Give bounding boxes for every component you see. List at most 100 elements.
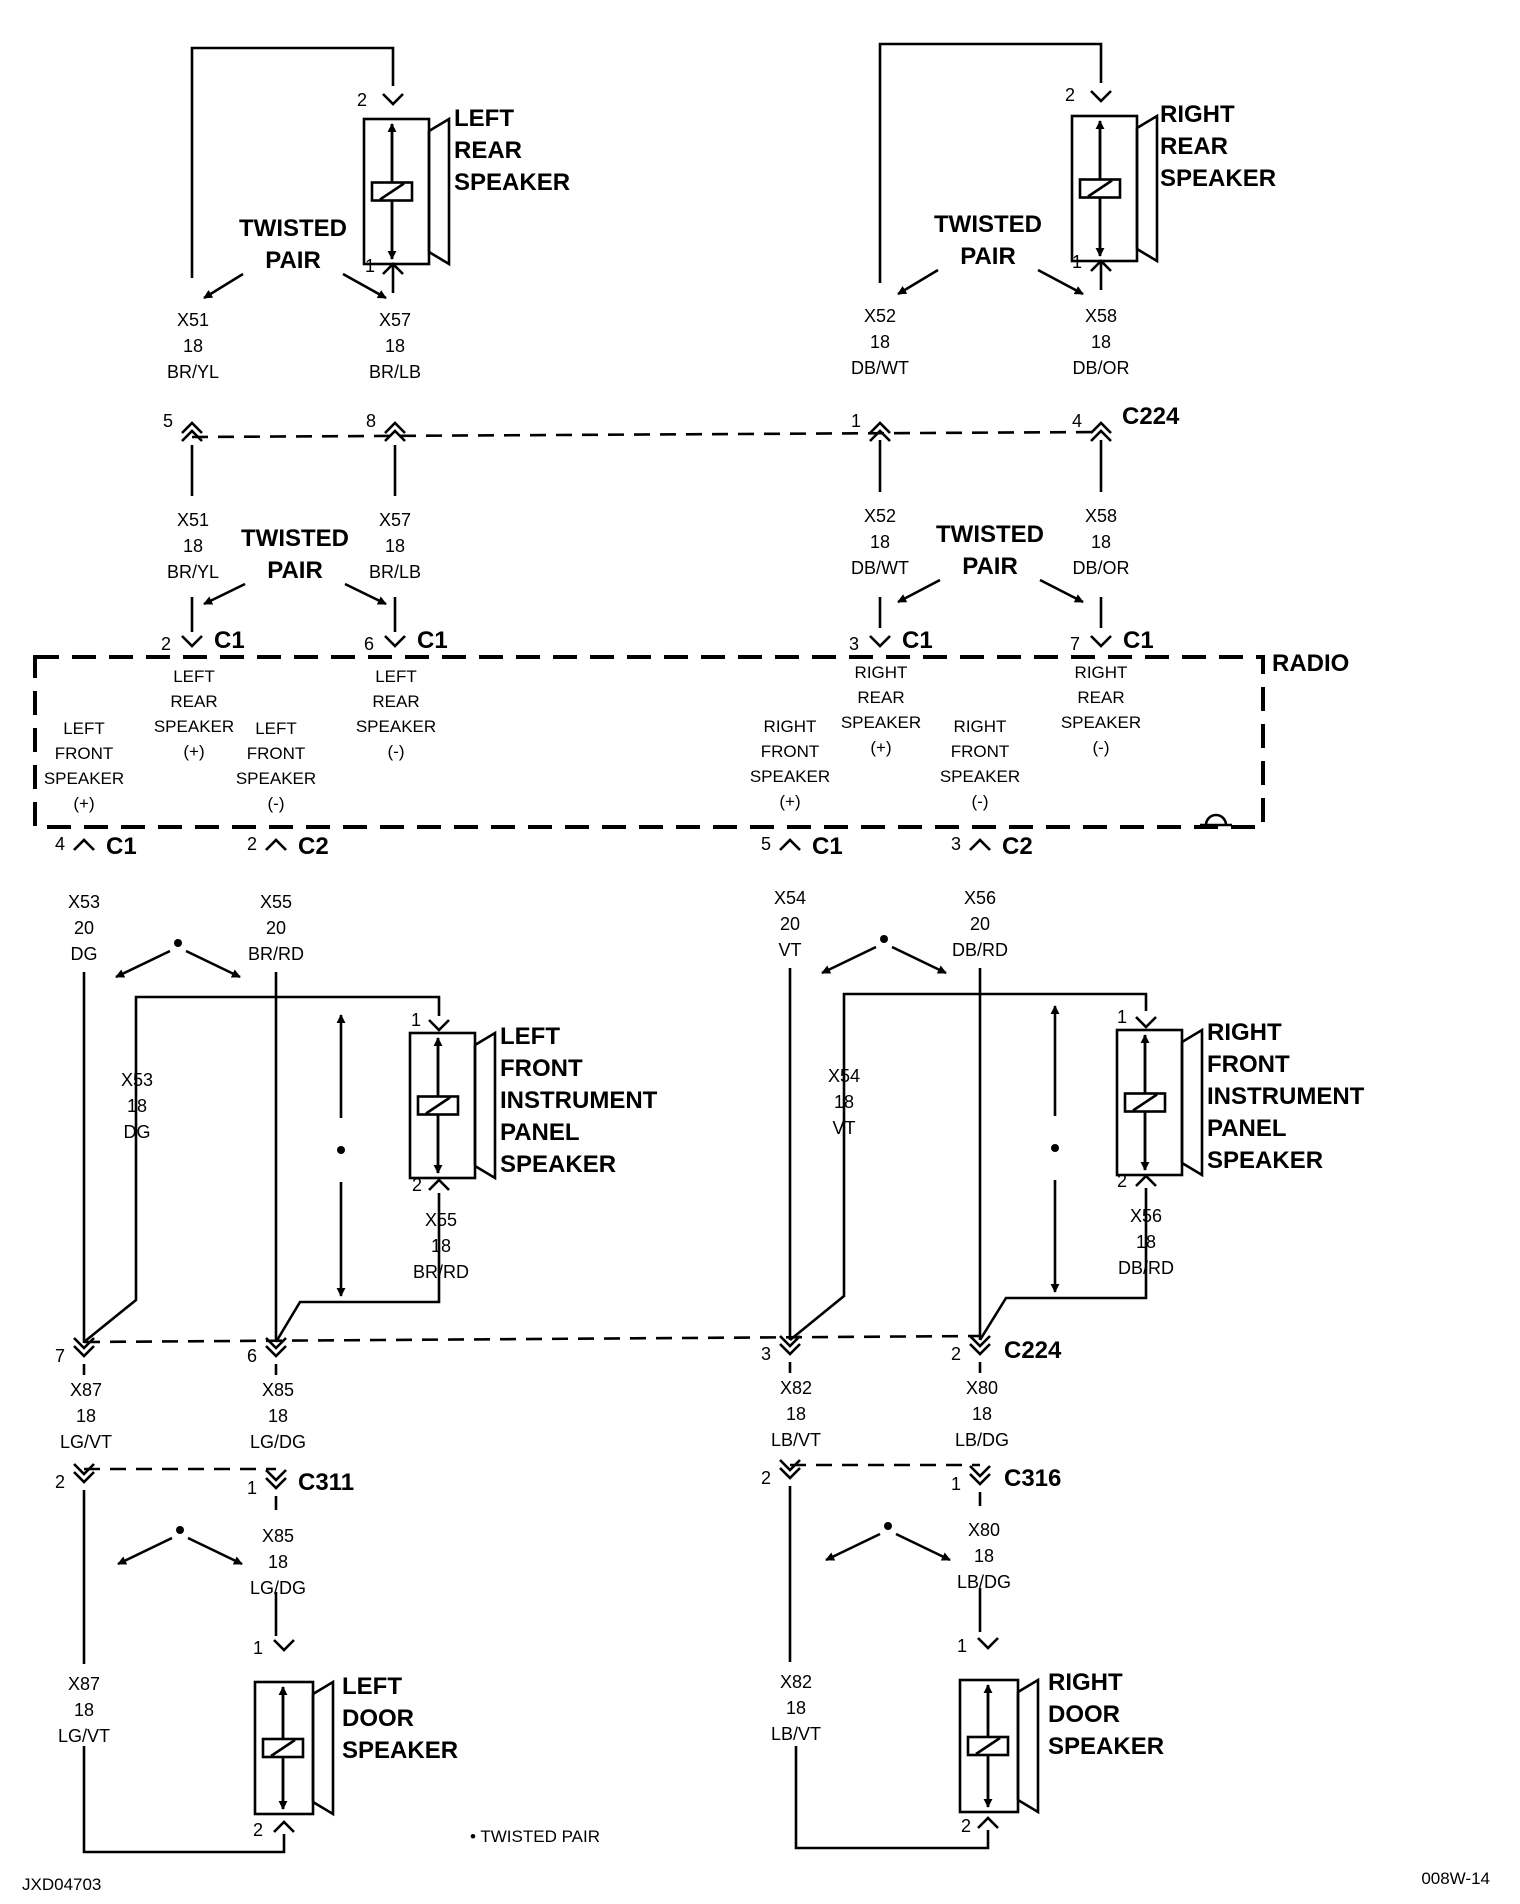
pin-number: 1 — [247, 1478, 257, 1498]
wire-label-x58: DB/OR — [1072, 558, 1129, 578]
left-door-speaker-label: LEFT — [342, 1673, 402, 1700]
wire-label-x87: X87 — [68, 1674, 100, 1694]
wire-label-x57: X57 — [379, 310, 411, 330]
wire — [794, 1746, 990, 1850]
radio-pin-label: SPEAKER — [44, 769, 124, 788]
wire-label-x57: BR/LB — [369, 362, 421, 382]
connector-symbols — [73, 90, 1232, 1833]
female-terminal — [969, 838, 991, 851]
radio-pin-label: (+) — [183, 742, 204, 761]
wire-label-x80: 18 — [974, 1546, 994, 1566]
male-terminal — [265, 1345, 287, 1358]
twisted-pair-label: PAIR — [267, 557, 323, 584]
connector-c1: C1 — [1123, 627, 1154, 654]
radio-pin-number: 3 — [849, 634, 859, 654]
connector-c1: C1 — [106, 833, 137, 860]
radio-pin-label: REAR — [1077, 688, 1124, 707]
pin-number: 2 — [357, 90, 367, 110]
twisted-pair-label: PAIR — [265, 247, 321, 274]
wire-label-x51: X51 — [177, 310, 209, 330]
left-door-speaker-label: SPEAKER — [342, 1737, 458, 1764]
connector-c311: C311 — [298, 1469, 354, 1496]
wire-label-x51: BR/YL — [167, 562, 219, 582]
pin-number: 1 — [253, 1638, 263, 1658]
wire-label-x53_20: X53 — [68, 892, 100, 912]
male-terminal — [181, 635, 203, 648]
left-front-ip-speaker-label: PANEL — [500, 1119, 580, 1146]
connector-links — [33, 430, 1265, 1471]
wire-label-x85: LG/DG — [250, 1578, 306, 1598]
right-door-speaker-label: DOOR — [1048, 1701, 1120, 1728]
female-terminal — [869, 421, 891, 434]
connector-c224: C224 — [1122, 403, 1180, 430]
left-front-ip-speaker-label: INSTRUMENT — [500, 1087, 658, 1114]
left-front-ip-speaker-label: SPEAKER — [500, 1151, 616, 1178]
male-terminal — [265, 1477, 287, 1490]
radio-pin-label: REAR — [170, 692, 217, 711]
radio-pin-number: 7 — [1070, 634, 1080, 654]
twisted-pair-arrow — [897, 578, 941, 604]
left-rear-speaker-label: REAR — [454, 137, 522, 164]
pin-number: 1 — [1072, 252, 1082, 272]
pin-number: 1 — [951, 1474, 961, 1494]
male-terminal — [265, 1469, 287, 1482]
wire-label-x58: X58 — [1085, 506, 1117, 526]
male-terminal — [265, 1337, 287, 1350]
wire-label-x56_20: X56 — [964, 888, 996, 908]
twisted-pair-dot — [176, 1526, 184, 1534]
wire-label-x57: X57 — [379, 510, 411, 530]
left-rear-speaker-cone — [428, 116, 451, 267]
wire-label-x55_20: BR/RD — [248, 944, 304, 964]
female-terminal — [779, 838, 801, 851]
twisted-pair-arrow — [895, 1532, 951, 1562]
left-rear-speaker-coil-slash — [379, 182, 405, 201]
wire-label-x53_18: X53 — [121, 1070, 153, 1090]
wire-label-x82: LB/VT — [771, 1724, 821, 1744]
radio-pin-label: (+) — [779, 792, 800, 811]
wire-label-x80: X80 — [968, 1520, 1000, 1540]
connector-c1: C1 — [214, 627, 245, 654]
twisted-pair-arrow — [1037, 268, 1084, 296]
male-terminal — [779, 1343, 801, 1356]
wire-label-x87: X87 — [70, 1380, 102, 1400]
radio-pin-label: RIGHT — [1075, 663, 1128, 682]
twisted-pair-arrow — [203, 582, 246, 606]
wire-label-x52: 18 — [870, 332, 890, 352]
right-front-ip-speaker-label: RIGHT — [1207, 1019, 1282, 1046]
wire-label-x80: LB/DG — [955, 1430, 1009, 1450]
connector-c2: C2 — [298, 833, 329, 860]
wire-label-x52: 18 — [870, 532, 890, 552]
radio-pin-label: RIGHT — [855, 663, 908, 682]
wire-label-x58: X58 — [1085, 306, 1117, 326]
radio-pin-number: 2 — [247, 834, 257, 854]
male-terminal — [969, 1343, 991, 1356]
female-terminal — [977, 1816, 999, 1829]
wire-label-x87: LG/VT — [60, 1432, 112, 1452]
wire-label-x54_20: VT — [778, 940, 801, 960]
wire-label-x53_18: 18 — [127, 1096, 147, 1116]
right-rear-speaker-label: SPEAKER — [1160, 165, 1276, 192]
wire-label-x53_18: DG — [124, 1122, 151, 1142]
wire-label-x52: DB/WT — [851, 558, 909, 578]
female-terminal — [265, 838, 287, 851]
radio-pin-label: (-) — [972, 792, 989, 811]
twisted-pair-arrow — [187, 1536, 243, 1566]
pin-8: 8 — [366, 411, 376, 431]
wire-label-x54_18: VT — [832, 1118, 855, 1138]
male-terminal — [969, 1473, 991, 1486]
radio-pin-number: 3 — [951, 834, 961, 854]
right-door-speaker-coil-slash — [975, 1736, 1001, 1756]
wire — [274, 1193, 441, 1343]
wire — [82, 1746, 286, 1854]
wire-label-x82: X82 — [780, 1672, 812, 1692]
left-front-ip-speaker-coil-slash — [425, 1096, 451, 1115]
radio-pin-label: FRONT — [55, 744, 114, 763]
male-terminal — [73, 1345, 95, 1358]
wire-label-x51: X51 — [177, 510, 209, 530]
wire-label-x80: 18 — [972, 1404, 992, 1424]
wire-label-x58: 18 — [1091, 532, 1111, 552]
wire-label-x58: 18 — [1091, 332, 1111, 352]
radio-pin-label: REAR — [857, 688, 904, 707]
pin-number: 2 — [951, 1344, 961, 1364]
pin-number: 7 — [55, 1346, 65, 1366]
